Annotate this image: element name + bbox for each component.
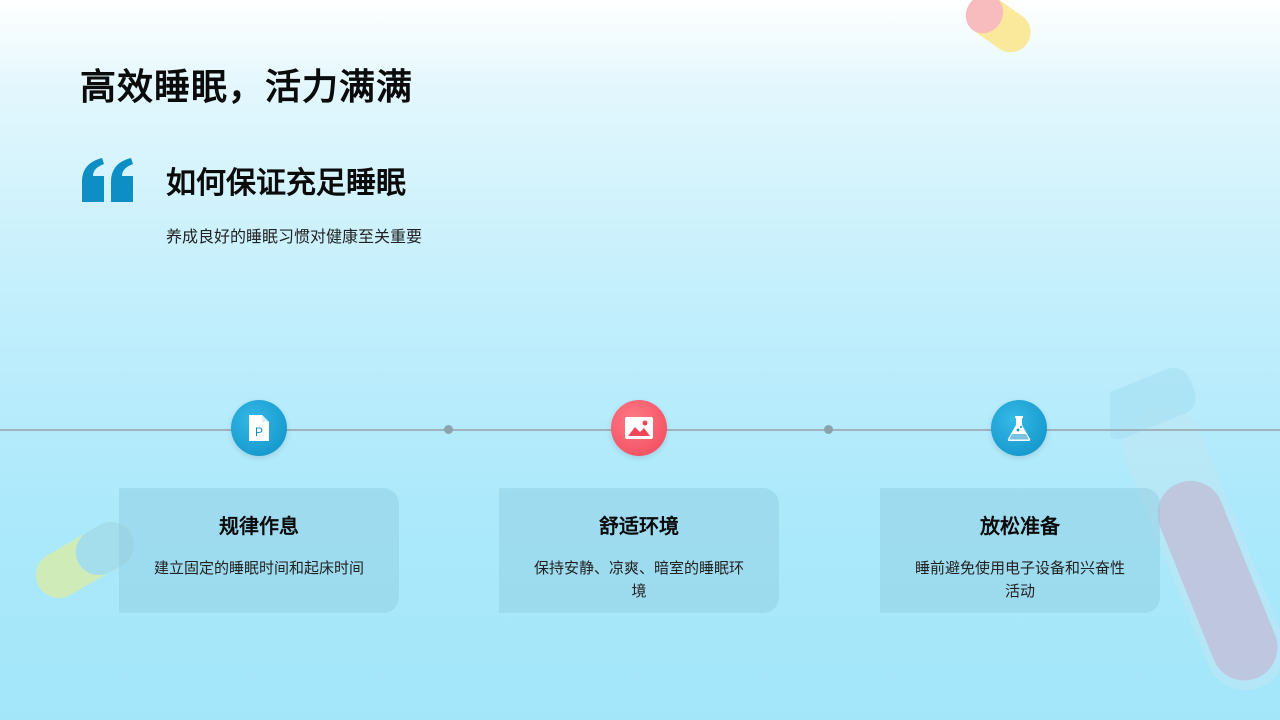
image-icon bbox=[625, 417, 653, 439]
section-description: 养成良好的睡眠习惯对健康至关重要 bbox=[166, 227, 423, 246]
capsule-decoration-left bbox=[36, 522, 134, 598]
section-heading: 如何保证充足睡眠 bbox=[166, 166, 406, 201]
step-card: 规律作息 建立固定的睡眠时间和起床时间 bbox=[119, 488, 399, 613]
step-text: 建立固定的睡眠时间和起床时间 bbox=[153, 559, 364, 577]
test-tube-decoration bbox=[1110, 367, 1280, 690]
step-icon-circle bbox=[611, 400, 667, 456]
step-card: 放松准备 睡前避免使用电子设备和兴奋性活动 bbox=[880, 488, 1160, 613]
step-title: 舒适环境 bbox=[599, 514, 679, 538]
capsule-decoration-top bbox=[965, 0, 1031, 53]
step-text: 保持安静、凉爽、暗室的睡眠环境 bbox=[533, 559, 744, 600]
flask-icon bbox=[1007, 416, 1031, 441]
timeline-dot bbox=[824, 425, 833, 434]
timeline-dot bbox=[444, 425, 453, 434]
step-title: 放松准备 bbox=[980, 514, 1060, 538]
step-title: 规律作息 bbox=[219, 514, 299, 538]
step-card: 舒适环境 保持安静、凉爽、暗室的睡眠环境 bbox=[499, 488, 779, 613]
quote-icon bbox=[82, 158, 133, 202]
step-text: 睡前避免使用电子设备和兴奋性活动 bbox=[914, 559, 1125, 600]
document-p-icon: P bbox=[249, 415, 269, 441]
step-icon-circle: P bbox=[231, 400, 287, 456]
page-title: 高效睡眠，活力满满 bbox=[80, 67, 414, 108]
svg-text:P: P bbox=[255, 425, 263, 439]
step-icon-circle bbox=[991, 400, 1047, 456]
